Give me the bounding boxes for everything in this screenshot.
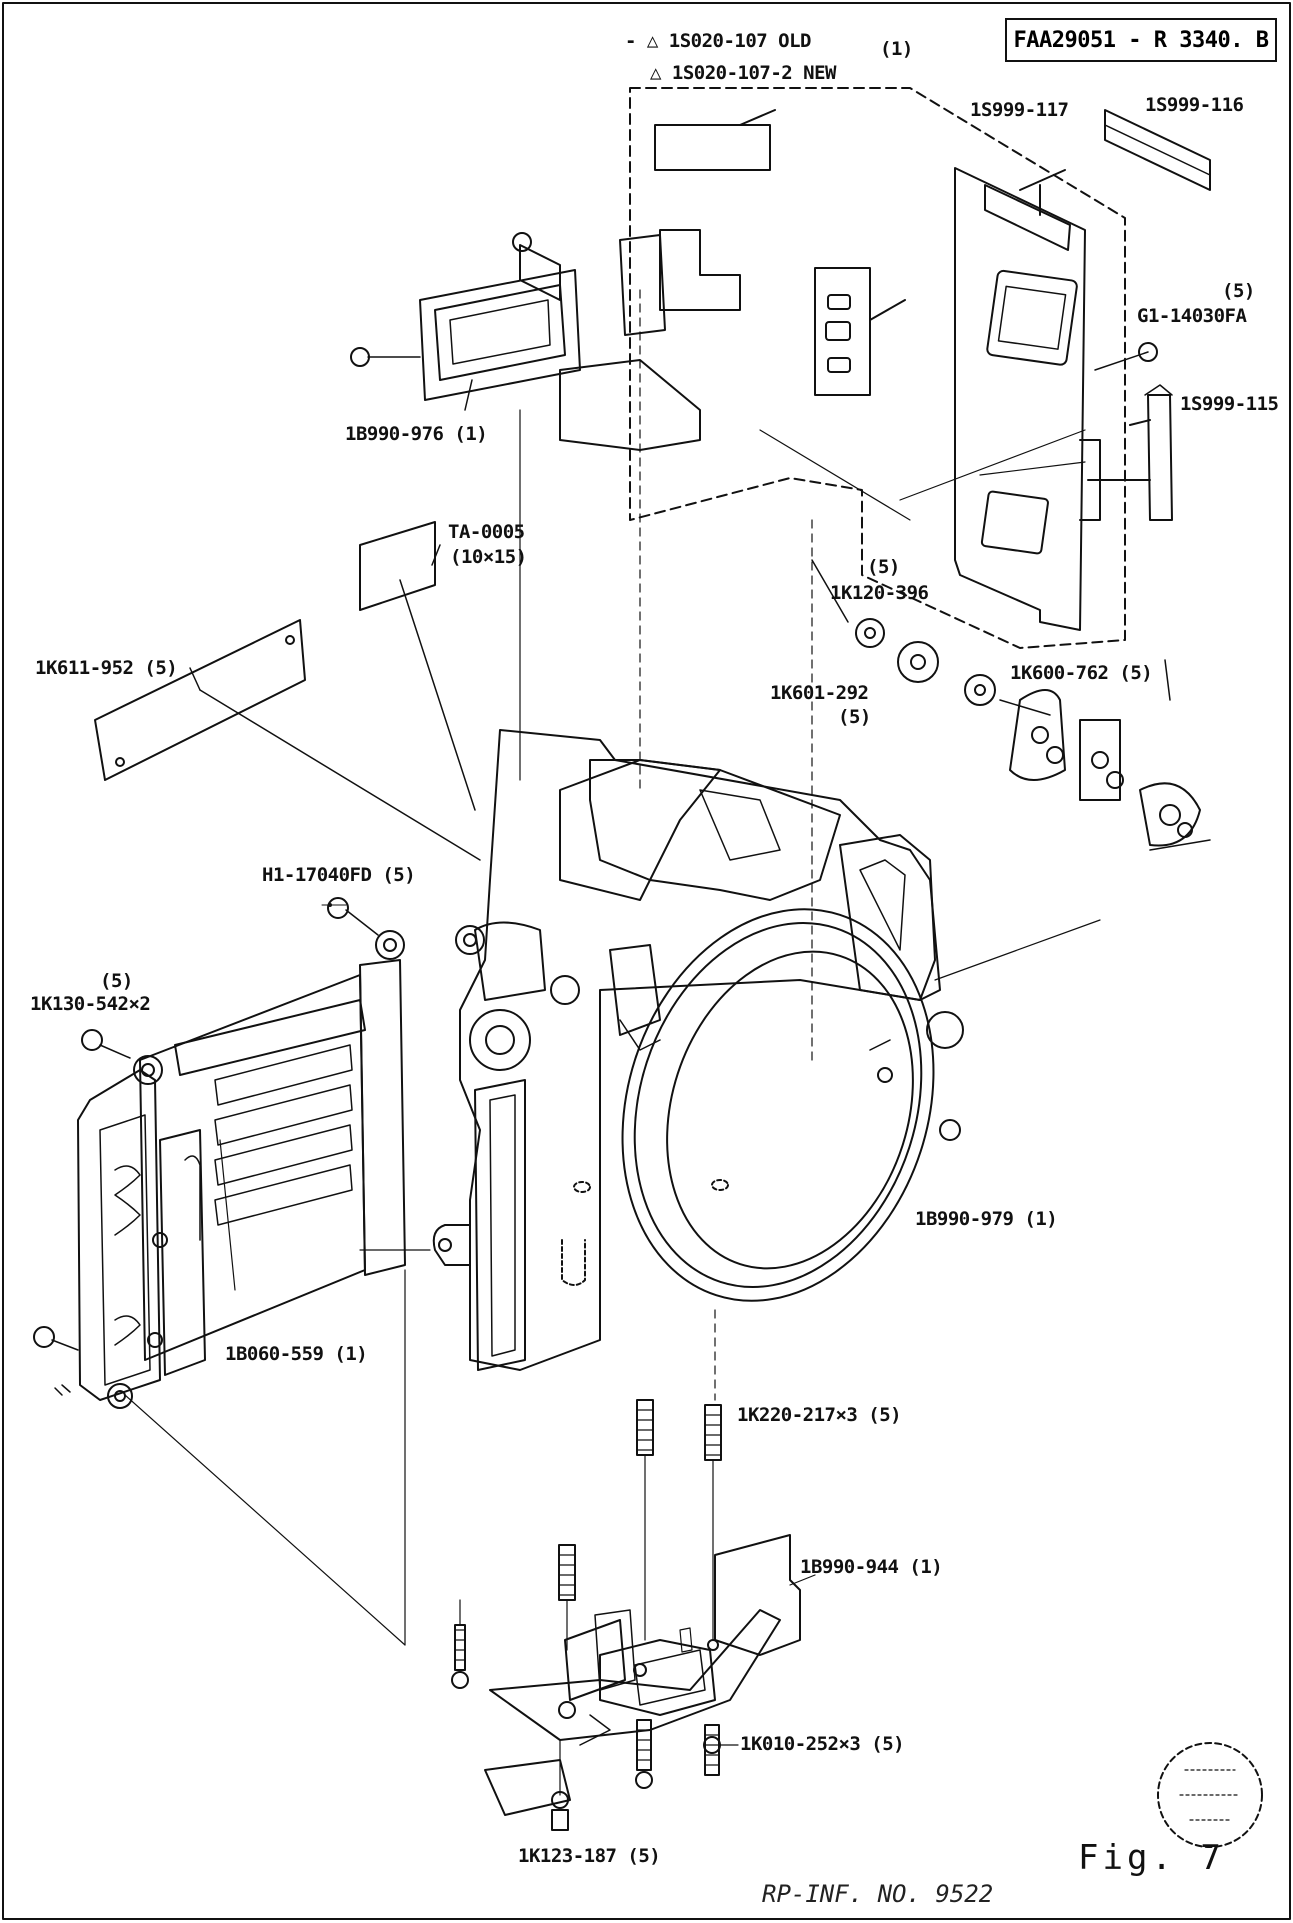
part-label-1k123-187: 1K123-187 (5): [518, 1845, 661, 1867]
part-label-1s020-107-2: △ 1S020-107-2 NEW: [650, 62, 836, 84]
part-label-1k120-qty: (5): [867, 556, 900, 578]
part-label-1k220-217: 1K220-217×3 (5): [737, 1404, 902, 1426]
part-label-ta-0005: TA-0005: [448, 521, 525, 543]
part-label-1k611-952: 1K611-952 (5): [35, 657, 178, 679]
part-label-ta-0005-size: (10×15): [450, 546, 527, 568]
part-label-1k120-396: 1K120-396: [830, 582, 929, 604]
part-label-1k601-292: 1K601-292: [770, 682, 869, 704]
part-label-1s999-116: 1S999-116: [1145, 94, 1244, 116]
part-label-h1-17040fd: H1-17040FD (5): [262, 864, 416, 886]
document-id-box: FAA29051 - R 3340. B: [1005, 18, 1277, 62]
part-label-1k010-252: 1K010-252×3 (5): [740, 1733, 905, 1755]
figure-label: Fig. 7: [1078, 1838, 1225, 1878]
part-label-1k600-762: 1K600-762 (5): [1010, 662, 1153, 684]
part-label-g1-qty: (5): [1222, 280, 1255, 302]
part-label-1b990-979: 1B990-979 (1): [915, 1208, 1058, 1230]
reference-number: RP-INF. NO. 9522: [762, 1880, 994, 1908]
part-label-1s020-107-qty: (1): [880, 38, 913, 60]
part-label-g1-14030fa: G1-14030FA: [1137, 305, 1247, 327]
part-label-1k601-qty: (5): [838, 706, 871, 728]
part-label-1s999-117: 1S999-117: [970, 99, 1069, 121]
part-label-1s020-107: - △ 1S020-107 OLD: [625, 30, 811, 52]
part-label-1k130-542: 1K130-542×2: [30, 993, 151, 1015]
part-label-1b990-976: 1B990-976 (1): [345, 423, 488, 445]
part-label-1b990-944: 1B990-944 (1): [800, 1556, 943, 1578]
part-label-1k130-qty: (5): [100, 970, 133, 992]
part-label-1b060-559: 1B060-559 (1): [225, 1343, 368, 1365]
part-label-1s999-115: 1S999-115: [1180, 393, 1279, 415]
